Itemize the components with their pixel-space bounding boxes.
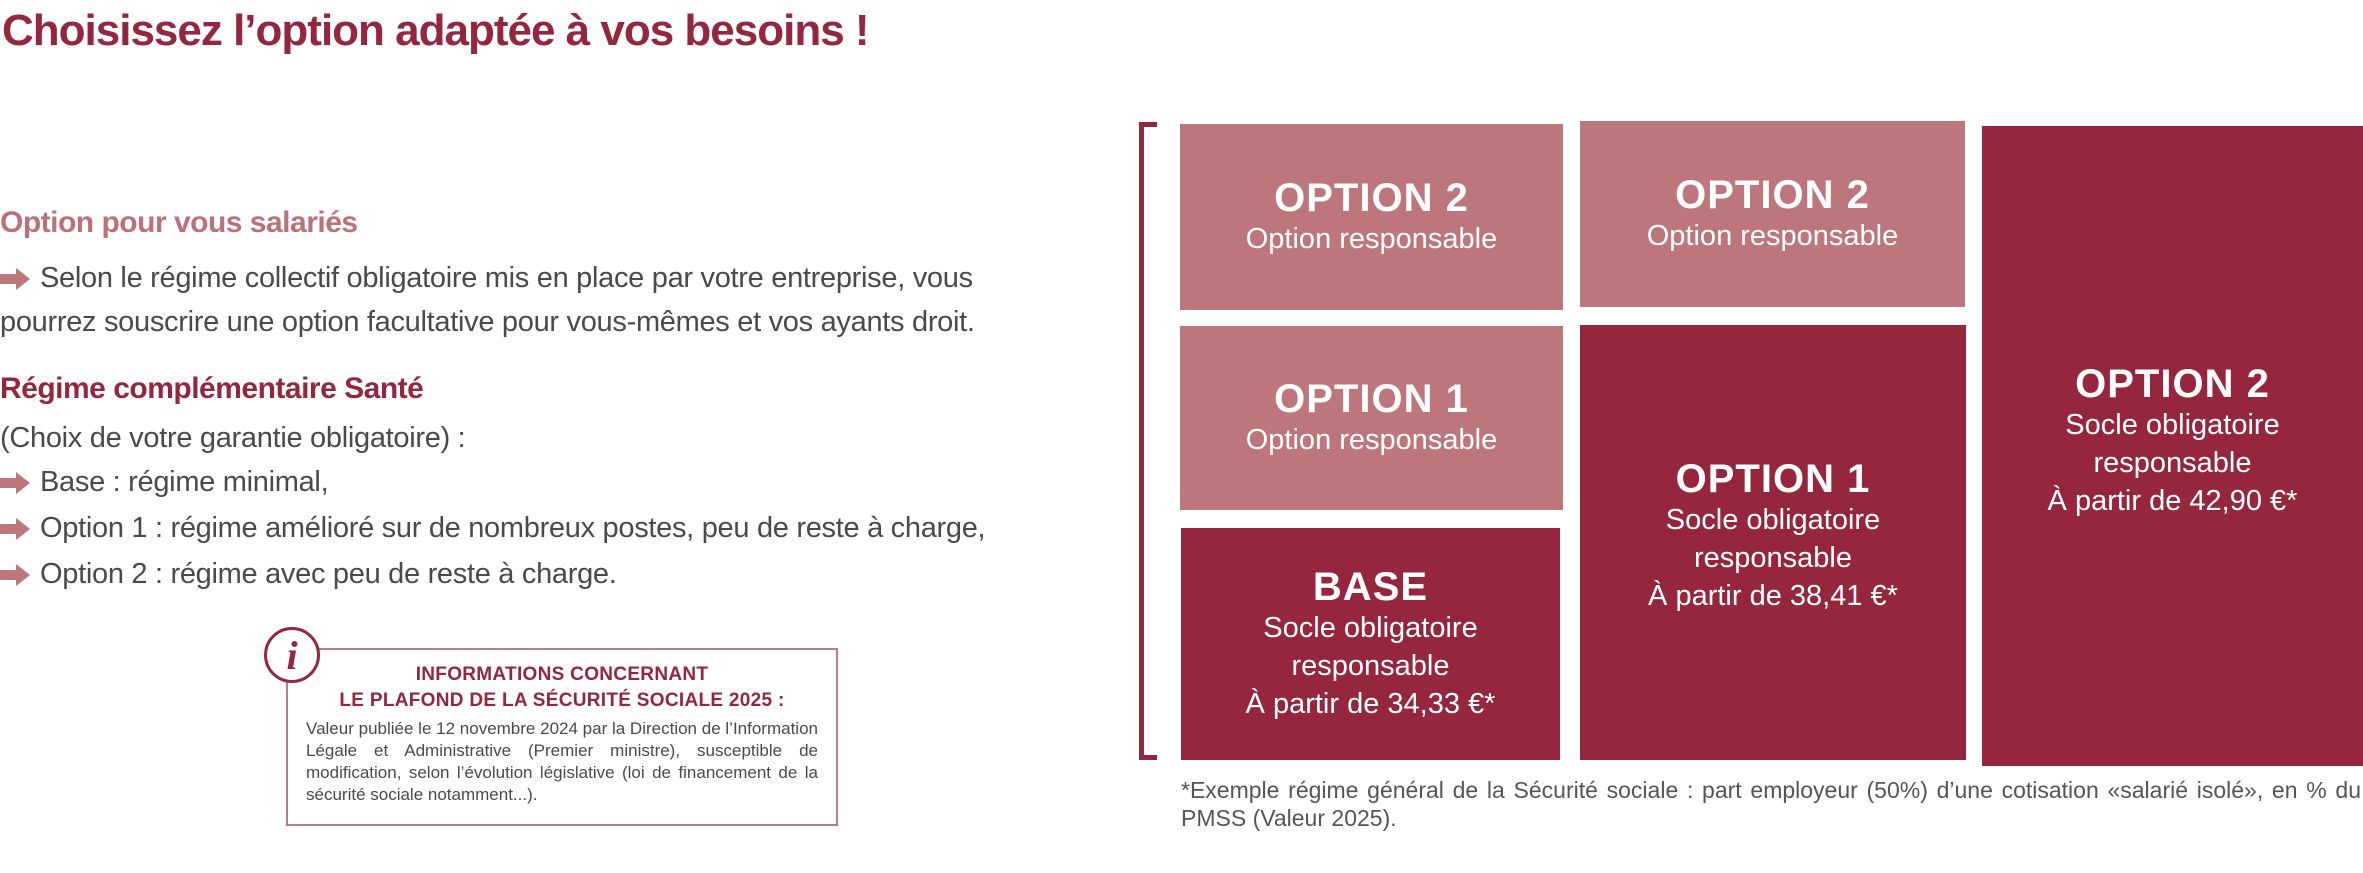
intro-text: (Choix de votre garantie obligatoire) :: [0, 422, 466, 454]
info-body: Valeur publiée le 12 novembre 2024 par l…: [306, 719, 818, 804]
option-card-col2-option2: OPTION 2 Option responsable: [1580, 121, 1965, 307]
bracket-divider: [1139, 122, 1157, 760]
paragraph-line: Selon le régime collectif obligatoire mi…: [0, 262, 973, 295]
info-box: INFORMATIONS CONCERNANT LE PLAFOND DE LA…: [286, 648, 838, 826]
info-title: INFORMATIONS CONCERNANT LE PLAFOND DE LA…: [339, 664, 785, 711]
option-card-col2-option1: OPTION 1 Socle obligatoire responsable À…: [1580, 325, 1966, 760]
arrow-right-icon: [0, 563, 30, 586]
section-heading-sante: Régime complémentaire Santé: [0, 372, 424, 405]
arrow-right-icon: [0, 471, 30, 494]
option-card-col1-option1: OPTION 1 Option responsable: [1180, 326, 1563, 510]
page-title: Choisissez l’option adaptée à vos besoin…: [2, 6, 870, 55]
option-card-col1-base: BASE Socle obligatoire responsable À par…: [1181, 528, 1560, 760]
paragraph-line: pourrez souscrire une option facultative…: [0, 306, 975, 338]
option-card-col3-option2: OPTION 2 Socle obligatoire responsable À…: [1982, 126, 2363, 766]
list-item: Option 1 : régime amélioré sur de nombre…: [0, 512, 986, 545]
footnote: *Exemple régime général de la Sécurité s…: [1181, 777, 2361, 831]
info-icon: i: [264, 627, 320, 683]
option-card-col1-option2: OPTION 2 Option responsable: [1180, 124, 1563, 310]
arrow-right-icon: [0, 517, 30, 540]
list-item: Base : régime minimal,: [0, 466, 329, 499]
list-item: Option 2 : régime avec peu de reste à ch…: [0, 558, 617, 591]
arrow-right-icon: [0, 267, 30, 290]
section-heading-salaries: Option pour vous salariés: [0, 206, 358, 239]
